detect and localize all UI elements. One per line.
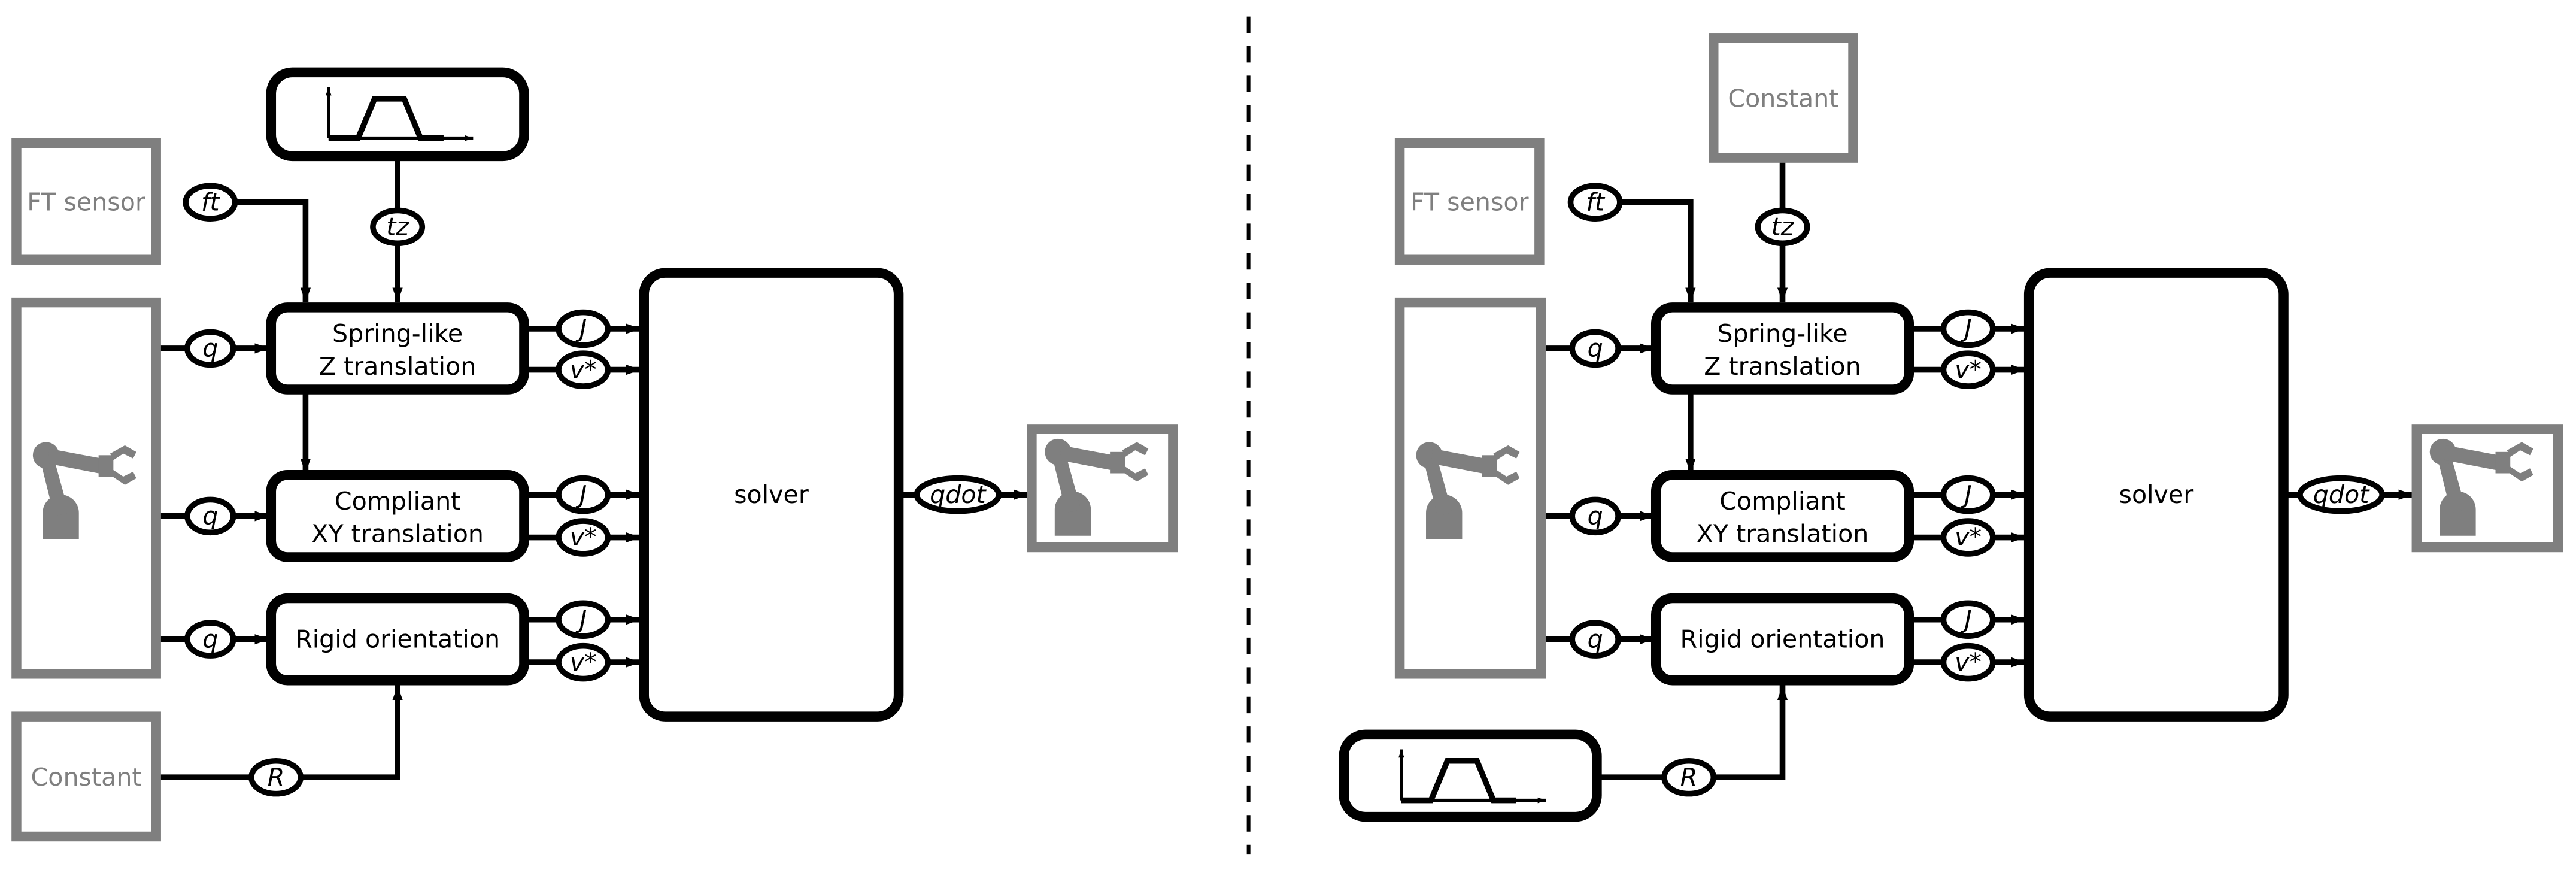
spring-task-label-line2: Z translation bbox=[319, 352, 477, 381]
signal-q-label: q bbox=[1588, 334, 1603, 363]
ft-sensor-block bbox=[1394, 138, 1545, 265]
signal-q-oval bbox=[184, 329, 236, 368]
signal-r-oval bbox=[248, 757, 304, 797]
signal-r-oval bbox=[1661, 757, 1717, 797]
solver-block bbox=[2023, 268, 2289, 722]
compliant-task-label-line2: XY translation bbox=[1697, 520, 1869, 548]
solver-block bbox=[639, 268, 904, 722]
signal-ft-oval bbox=[183, 183, 238, 222]
robot-arm-icon bbox=[1416, 442, 1520, 539]
signal-qdot-label: qdot bbox=[930, 480, 987, 509]
spring-task-label-line1: Spring-like bbox=[1717, 319, 1847, 348]
trapezoid-profile-block bbox=[266, 67, 529, 162]
signal-vstar-label: v* bbox=[1955, 355, 1982, 384]
robot-source-block bbox=[1394, 297, 1546, 679]
signal-q-oval bbox=[184, 496, 236, 536]
compliant-task-block bbox=[266, 470, 529, 562]
signal-vstar-label: v* bbox=[1955, 523, 1982, 551]
signal-j-oval bbox=[1940, 475, 1996, 514]
signal-q-oval bbox=[1569, 620, 1621, 659]
signal-ft-label: ft bbox=[201, 187, 220, 216]
signal-j-oval bbox=[1940, 309, 1996, 348]
ft-sensor-label: FT sensor bbox=[1410, 187, 1529, 216]
trapezoid-profile-icon bbox=[1398, 749, 1546, 804]
compliant-task-block bbox=[1650, 470, 1914, 562]
rigid-task-label: Rigid orientation bbox=[1680, 625, 1885, 653]
signal-q-label: q bbox=[202, 334, 218, 363]
left-panel bbox=[11, 67, 1178, 842]
robot-source-block bbox=[11, 297, 161, 679]
solver-label: solver bbox=[2119, 480, 2194, 509]
constant-block bbox=[11, 711, 161, 842]
compliant-task-label-line1: Compliant bbox=[1719, 487, 1845, 516]
trapezoid-profile-block bbox=[1339, 729, 1602, 822]
spring-task-label-line2: Z translation bbox=[1704, 352, 1861, 381]
ft-sensor-label: FT sensor bbox=[27, 187, 145, 216]
constant-label: Constant bbox=[1728, 84, 1838, 113]
signal-qdot-oval bbox=[914, 475, 1002, 514]
signal-tz-oval bbox=[370, 207, 426, 247]
signal-vstar-oval bbox=[1940, 518, 1996, 557]
signal-vstar-oval bbox=[556, 642, 611, 682]
signal-q-label: q bbox=[202, 625, 218, 653]
constant-block bbox=[1709, 33, 1858, 163]
signal-vstar-label: v* bbox=[570, 648, 597, 677]
signal-qdot-label: qdot bbox=[2313, 480, 2370, 509]
signal-vstar-label: v* bbox=[1955, 648, 1982, 677]
ft-sensor-block bbox=[11, 138, 161, 265]
signal-r-label: R bbox=[268, 763, 285, 792]
signal-j-oval bbox=[1940, 600, 1996, 639]
signal-q-label: q bbox=[1588, 502, 1603, 531]
right-panel bbox=[1339, 33, 2563, 822]
signal-ft-label: ft bbox=[1586, 187, 1605, 216]
signal-vstar-oval bbox=[1940, 350, 1996, 389]
robot-arm-icon bbox=[2429, 438, 2533, 536]
robot-output-block bbox=[1027, 424, 1178, 553]
spring-task-block bbox=[266, 302, 529, 395]
signal-q-label: q bbox=[202, 502, 218, 531]
signal-j-oval bbox=[556, 600, 611, 639]
signal-q-oval bbox=[1569, 496, 1621, 536]
signal-ft-oval bbox=[1567, 183, 1623, 222]
compliant-task-label-line1: Compliant bbox=[335, 487, 460, 516]
spring-task-block bbox=[1650, 302, 1914, 395]
signal-qdot-oval bbox=[2297, 475, 2385, 514]
signal-tz-oval bbox=[1755, 207, 1810, 247]
compliant-task-label-line2: XY translation bbox=[311, 520, 484, 548]
signal-vstar-oval bbox=[1940, 642, 1996, 682]
constant-label: Constant bbox=[31, 763, 142, 792]
signal-q-label: q bbox=[1588, 625, 1603, 653]
signal-q-oval bbox=[1569, 329, 1621, 368]
rigid-task-block bbox=[266, 593, 529, 686]
robot-arm-icon bbox=[1045, 438, 1149, 536]
rigid-task-block bbox=[1650, 593, 1914, 686]
signal-j-oval bbox=[556, 309, 611, 348]
signal-q-oval bbox=[184, 620, 236, 659]
solver-label: solver bbox=[734, 480, 809, 509]
spring-task-label-line1: Spring-like bbox=[332, 319, 463, 348]
robot-arm-icon bbox=[32, 442, 136, 539]
signal-vstar-oval bbox=[556, 518, 611, 557]
signal-vstar-label: v* bbox=[570, 523, 597, 551]
signal-vstar-oval bbox=[556, 350, 611, 389]
signal-tz-label: tz bbox=[1771, 213, 1795, 241]
signal-j-oval bbox=[556, 475, 611, 514]
labels: FT sensor Constant Spring-like Z transla… bbox=[27, 84, 2370, 792]
signal-tz-label: tz bbox=[386, 213, 409, 241]
signal-r-label: R bbox=[1680, 763, 1698, 792]
rigid-task-label: Rigid orientation bbox=[295, 625, 500, 653]
trapezoid-profile-icon bbox=[326, 87, 474, 141]
signal-vstar-label: v* bbox=[570, 355, 597, 384]
